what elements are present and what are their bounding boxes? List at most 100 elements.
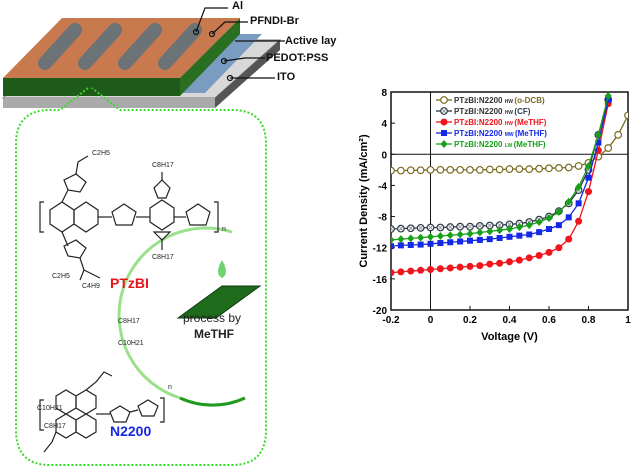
y-axis-label: Current Density (mA/cm²): [358, 134, 370, 268]
legend-label: PTzBI:N2200 HW (MeTHF): [454, 118, 547, 127]
data-point: [614, 130, 623, 139]
x-tick-label: 0.6: [542, 315, 556, 326]
data-point: [535, 218, 543, 227]
data-point: [466, 165, 474, 174]
film-icon: [176, 285, 262, 319]
data-point: [406, 166, 415, 175]
data-point-cross: [428, 225, 433, 230]
x-tick-label: 1: [625, 315, 631, 326]
legend-item: PTzBI:N2200 MW (MeTHF): [436, 129, 547, 138]
sub-c8h17-n2: C8H17: [44, 423, 66, 430]
sub-c4h9: C4H9: [82, 283, 100, 290]
data-point: [486, 236, 493, 243]
data-point-cross: [408, 225, 414, 231]
data-point: [436, 232, 444, 241]
y-tick-label: 0: [381, 150, 387, 161]
data-point: [506, 225, 513, 234]
data-point-cross: [497, 222, 502, 228]
data-point: [506, 258, 513, 266]
data-point: [505, 165, 514, 173]
data-point: [554, 164, 563, 172]
device-schematic: [1, 7, 285, 108]
n2200-n: n: [168, 384, 172, 391]
data-point: [446, 231, 454, 240]
data-point: [565, 235, 573, 243]
data-point: [486, 227, 494, 236]
data-point-cross: [487, 223, 493, 228]
legend-label: PTzBI:N2200 HW (CF): [454, 107, 531, 116]
series-4: [391, 92, 612, 244]
data-point: [515, 223, 523, 232]
legend-item: PTzBI:N2200 LW (MeTHF): [436, 140, 546, 149]
sub-c10h21-n2: C10H21: [37, 405, 63, 412]
active-side: [3, 78, 180, 96]
legend-item: PTzBI:N2200 HW (o-DCB): [436, 96, 545, 105]
process-arc: [117, 226, 233, 400]
data-point: [555, 207, 563, 216]
data-point: [575, 217, 583, 225]
data-point: [535, 252, 543, 259]
data-point: [466, 262, 474, 270]
data-point: [457, 238, 464, 245]
sub-c10h21-n1: C10H21: [118, 340, 144, 347]
data-point-cross: [438, 225, 443, 230]
callout-frame: [15, 87, 267, 466]
data-point: [585, 188, 592, 196]
data-point: [417, 266, 425, 274]
data-point: [585, 174, 592, 181]
data-point: [440, 118, 448, 126]
sub-c2h5-top: C2H5: [92, 150, 110, 157]
data-point: [485, 165, 494, 174]
legend-item: PTzBI:N2200 HW (MeTHF): [436, 118, 547, 127]
data-point-cross: [477, 223, 483, 229]
ptzbi-structure: [39, 155, 219, 281]
data-point: [476, 228, 484, 237]
data-point-cross: [391, 226, 394, 232]
al-layer: [3, 18, 240, 78]
data-point-cross: [441, 108, 447, 114]
data-point: [446, 264, 454, 272]
sub-c8h17-b: C8H17: [152, 254, 174, 261]
legend-item: PTzBI:N2200 HW (CF): [436, 107, 531, 116]
data-point: [446, 165, 455, 174]
data-point: [545, 248, 553, 256]
data-point: [437, 240, 444, 247]
data-point: [595, 139, 602, 146]
data-point: [604, 92, 612, 100]
x-tick-label: 0.8: [582, 315, 596, 326]
data-point: [476, 236, 483, 243]
data-point: [391, 269, 395, 277]
data-point-cross: [398, 226, 404, 231]
ito-right: [215, 40, 280, 108]
data-point: [407, 234, 415, 243]
layer-label-pedot: PEDOT:PSS: [266, 52, 329, 64]
data-point: [440, 96, 448, 104]
series-0: [391, 111, 628, 175]
data-point-cross: [457, 224, 463, 230]
x-tick-label: 0.2: [463, 315, 477, 326]
sub-c2h5-bottom: C2H5: [52, 273, 70, 280]
data-point: [391, 243, 394, 250]
data-point: [427, 266, 434, 274]
data-point: [515, 165, 524, 173]
al-electrodes: [38, 23, 202, 70]
data-point: [456, 263, 464, 271]
y-tick-label: -4: [378, 181, 387, 192]
data-point: [495, 165, 504, 174]
data-point: [397, 242, 404, 249]
data-point: [496, 234, 503, 241]
data-point: [546, 226, 552, 233]
y-tick-label: -12: [373, 244, 388, 255]
data-point: [467, 237, 473, 244]
data-point: [594, 130, 602, 139]
legend-label: PTzBI:N2200 MW (MeTHF): [454, 129, 547, 138]
x-axis-label: Voltage (V): [481, 331, 538, 343]
data-point: [515, 256, 523, 264]
data-point: [391, 225, 395, 233]
data-point: [516, 232, 523, 239]
data-point: [536, 229, 543, 236]
data-point: [456, 165, 465, 174]
data-point-cross: [447, 224, 453, 230]
y-tick-label: -8: [378, 213, 387, 224]
process-line1: process by: [183, 311, 242, 325]
